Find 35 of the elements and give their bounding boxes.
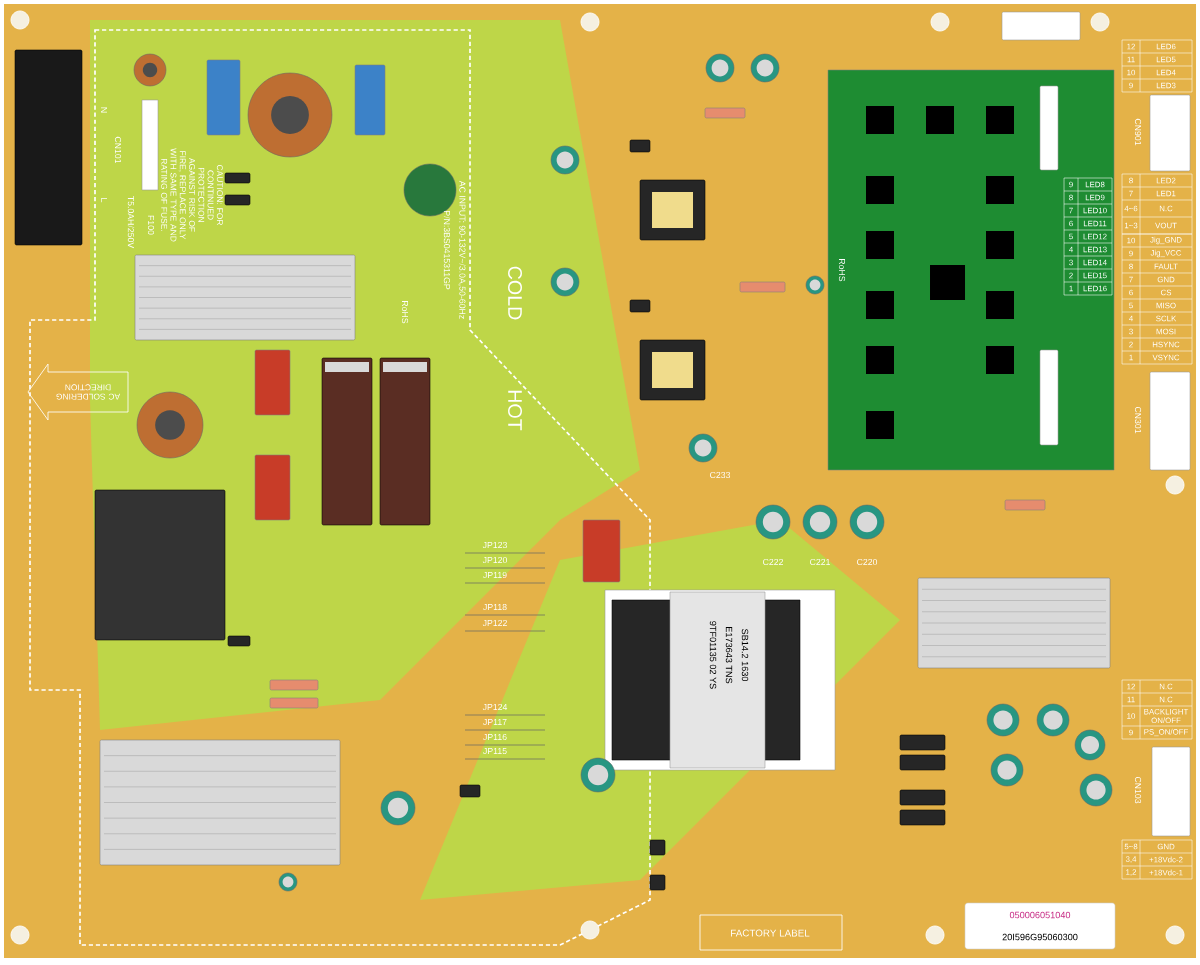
serial-number: 20I596G95060300 [1002, 933, 1078, 941]
zone-label: COLD [508, 266, 522, 320]
transformer-marking: SB14.2 1630 [741, 629, 749, 682]
silkscreen-label: C220 [857, 558, 878, 566]
rohs-mark: RoHS [838, 259, 846, 282]
transformer-marking: 9TF01135 02 YS [709, 621, 717, 689]
silkscreen-label: C233 [710, 471, 731, 479]
silkscreen-label: JP117 [483, 718, 507, 726]
silkscreen-label: JP124 [482, 703, 508, 711]
zone-label: HOT [508, 390, 522, 431]
silkscreen-label: JP123 [482, 541, 507, 549]
silkscreen-label: L [101, 198, 107, 203]
silkscreen-label: JP122 [482, 619, 507, 627]
silkscreen-label: JP118 [483, 603, 507, 611]
silkscreen-label: CN901 [1134, 118, 1142, 146]
silkscreen-label: JP116 [483, 733, 507, 741]
silkscreen-label: CN103 [1134, 776, 1142, 804]
silkscreen-label: JP119 [483, 571, 507, 579]
caution-text: CAUTION: FOR CONTINUED PROTECTION AGAINST RISK OF FIRE, REPLACE ONLY WITH SAME TYPE AND RATING OF FUSE. [161, 148, 223, 242]
transformer-marking: E173643 TNS [725, 627, 733, 684]
silkscreen-label: CN101 [114, 136, 122, 164]
rohs-mark: RoHS [401, 301, 409, 324]
silkscreen-label: C222 [763, 558, 783, 566]
silkscreen-label: N [101, 107, 107, 113]
silkscreen-label: T5.0AH/250V [127, 196, 135, 249]
factory-label-text: FACTORY LABEL [731, 929, 810, 937]
silkscreen-label: P/N:3BS0415311GP [443, 211, 451, 290]
silkscreen-label: F100 [147, 215, 155, 235]
silkscreen-label: AC INPUT: 90-132V~/3.0A,50-60Hz [458, 180, 466, 319]
serial-number: 050006051040 [1009, 911, 1071, 919]
silkscreen-label: C221 [810, 558, 830, 566]
silkscreen-label: JP120 [482, 556, 507, 564]
direction-text: AC SOLDERING DIRECTION [56, 384, 121, 400]
silkscreen-label: CN301 [1134, 406, 1142, 434]
silkscreen-label: JP115 [483, 747, 507, 755]
